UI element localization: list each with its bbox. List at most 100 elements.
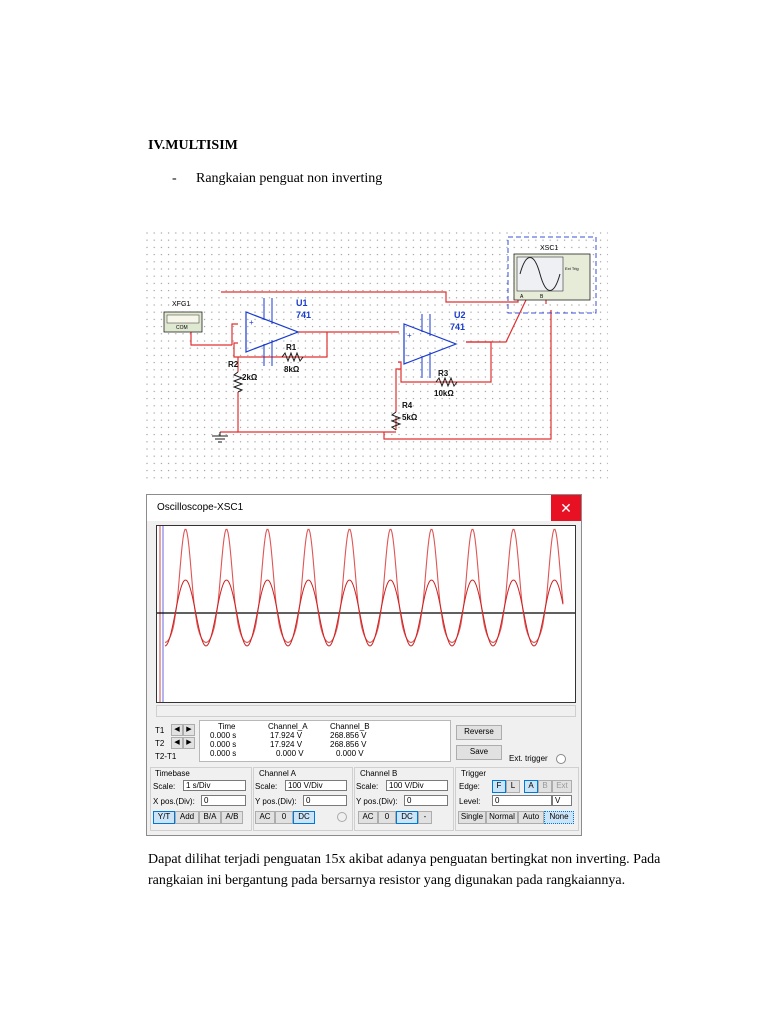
trigger-group xyxy=(455,767,579,831)
oscilloscope-screen xyxy=(156,525,576,703)
readout-header-channel-b: Channel_B xyxy=(330,722,370,731)
conclusion-paragraph: Dapat dilihat terjadi penguatan 15x akib… xyxy=(148,852,661,888)
u2-type: 741 xyxy=(450,322,465,332)
scope-ext-trig: Ext Trig xyxy=(565,266,579,271)
timebase-xpos-input[interactable]: 0 xyxy=(201,795,246,806)
u2-minus: - xyxy=(407,351,410,360)
readout-cell: 0.000 V xyxy=(336,749,364,758)
trigger-auto-button[interactable]: Auto xyxy=(518,811,544,824)
timebase-scale-label: Scale: xyxy=(153,782,176,791)
channel-b-minus-button[interactable]: - xyxy=(418,811,432,824)
channel-b-dc-button[interactable]: DC xyxy=(396,811,418,824)
readout-cell: 268.856 V xyxy=(330,731,367,740)
close-icon[interactable]: ✕ xyxy=(551,495,581,521)
channel-b-group xyxy=(354,767,454,831)
mode-ba-button[interactable]: B/A xyxy=(199,811,221,824)
generator-label: XFG1 xyxy=(172,301,190,308)
trigger-source-a-button[interactable]: A xyxy=(524,780,538,793)
r3-value: 10kΩ xyxy=(434,389,454,398)
oscilloscope-title: Oscilloscope-XSC1 xyxy=(157,502,244,513)
trigger-none-button[interactable]: None xyxy=(544,811,574,824)
channel-a-scale-input[interactable]: 100 V/Div xyxy=(285,780,347,791)
r2-name: R2 xyxy=(228,360,239,369)
t2-right-arrow-icon[interactable]: ▶ xyxy=(183,737,195,749)
mode-ab-button[interactable]: A/B xyxy=(221,811,243,824)
trigger-normal-button[interactable]: Normal xyxy=(486,811,518,824)
readout-header-time: Time xyxy=(218,722,236,731)
mode-yt-button[interactable]: Y/T xyxy=(153,811,175,824)
timebase-title: Timebase xyxy=(155,769,190,778)
trigger-edge-label: Edge: xyxy=(459,782,480,791)
reverse-button[interactable]: Reverse xyxy=(456,725,502,740)
opamp-u1: + - U1 741 xyxy=(245,298,311,366)
u1-name: U1 xyxy=(296,298,308,308)
trigger-level-unit[interactable]: V xyxy=(552,795,572,806)
readout-cell: 0.000 s xyxy=(210,749,237,758)
mode-add-button[interactable]: Add xyxy=(175,811,199,824)
edge-rising-button[interactable]: F xyxy=(492,780,506,793)
oscilloscope-titlebar: Oscilloscope-XSC1 ✕ xyxy=(147,495,581,521)
channel-b-ac-button[interactable]: AC xyxy=(358,811,378,824)
u2-name: U2 xyxy=(454,310,466,320)
edge-falling-button[interactable]: L xyxy=(506,780,520,793)
oscilloscope-window: Oscilloscope-XSC1 ✕ T1 T2 T2-T1 ◀ ▶ ◀ ▶ … xyxy=(146,494,582,836)
r4-name: R4 xyxy=(402,401,413,410)
channel-a-terminal-icon[interactable] xyxy=(337,812,347,822)
scope-pin-b: B xyxy=(540,294,544,300)
channel-a-title: Channel A xyxy=(259,769,296,778)
channel-b-ypos-label: Y pos.(Div): xyxy=(356,797,398,806)
trigger-title: Trigger xyxy=(461,769,487,778)
channel-b-scale-input[interactable]: 100 V/Div xyxy=(386,780,448,791)
readout-cell: 0.000 V xyxy=(276,749,304,758)
timebase-scale-input[interactable]: 1 s/Div xyxy=(183,780,246,791)
u1-plus: + xyxy=(249,318,254,327)
r3-name: R3 xyxy=(438,369,449,378)
trigger-source-b-button[interactable]: B xyxy=(538,780,552,793)
ext-trigger-terminal-icon[interactable] xyxy=(556,754,566,764)
timebase-group xyxy=(150,767,252,831)
ext-trigger-label: Ext. trigger xyxy=(509,754,548,763)
readout-cell: 17.924 V xyxy=(270,731,303,740)
channel-a-ypos-input[interactable]: 0 xyxy=(303,795,347,806)
opamp-u2: + - U2 741 xyxy=(403,310,466,378)
horizontal-scrollbar[interactable] xyxy=(156,705,576,717)
trigger-source-ext-button[interactable]: Ext xyxy=(552,780,572,793)
readout-header-channel-a: Channel_A xyxy=(268,722,308,731)
readout-cell: 268.856 V xyxy=(330,740,367,749)
t1-right-arrow-icon[interactable]: ▶ xyxy=(183,724,195,736)
scope-label: XSC1 xyxy=(540,245,558,252)
channel-a-ac-button[interactable]: AC xyxy=(255,811,275,824)
waveform-display xyxy=(157,526,575,702)
channel-a-scale-label: Scale: xyxy=(255,782,278,791)
circuit-wires xyxy=(190,290,552,440)
r4-value: 5kΩ xyxy=(402,413,418,422)
function-generator: XFG1 COM xyxy=(163,301,203,333)
channel-b-trace xyxy=(164,528,564,643)
readout-cell: 0.000 s xyxy=(210,740,237,749)
r1-name: R1 xyxy=(286,343,297,352)
trigger-level-label: Level: xyxy=(459,797,481,806)
t1-label: T1 xyxy=(155,726,165,735)
channel-b-title: Channel B xyxy=(360,769,398,778)
resistor-r4 xyxy=(390,411,402,431)
measurement-readout: Time Channel_A Channel_B 0.000 s 17.924 … xyxy=(199,720,451,762)
channel-a-dc-button[interactable]: DC xyxy=(293,811,315,824)
t1-left-arrow-icon[interactable]: ◀ xyxy=(171,724,183,736)
resistor-r2 xyxy=(232,371,244,393)
u1-type: 741 xyxy=(296,310,311,320)
r2-value: 2kΩ xyxy=(242,373,258,382)
save-button[interactable]: Save xyxy=(456,745,502,760)
u2-plus: + xyxy=(407,331,412,340)
channel-a-ypos-label: Y pos.(Div): xyxy=(255,797,297,806)
channel-b-zero-button[interactable]: 0 xyxy=(378,811,396,824)
trigger-single-button[interactable]: Single xyxy=(458,811,486,824)
channel-a-zero-button[interactable]: 0 xyxy=(275,811,293,824)
channel-b-ypos-input[interactable]: 0 xyxy=(404,795,448,806)
scope-pin-a: A xyxy=(520,294,524,300)
resistor-r1 xyxy=(281,351,304,363)
t2-left-arrow-icon[interactable]: ◀ xyxy=(171,737,183,749)
r1-value: 8kΩ xyxy=(284,365,300,374)
timebase-xpos-label: X pos.(Div): xyxy=(153,797,195,806)
trigger-level-input[interactable]: 0 xyxy=(492,795,552,806)
section-heading: IV.MULTISIM xyxy=(148,138,238,153)
